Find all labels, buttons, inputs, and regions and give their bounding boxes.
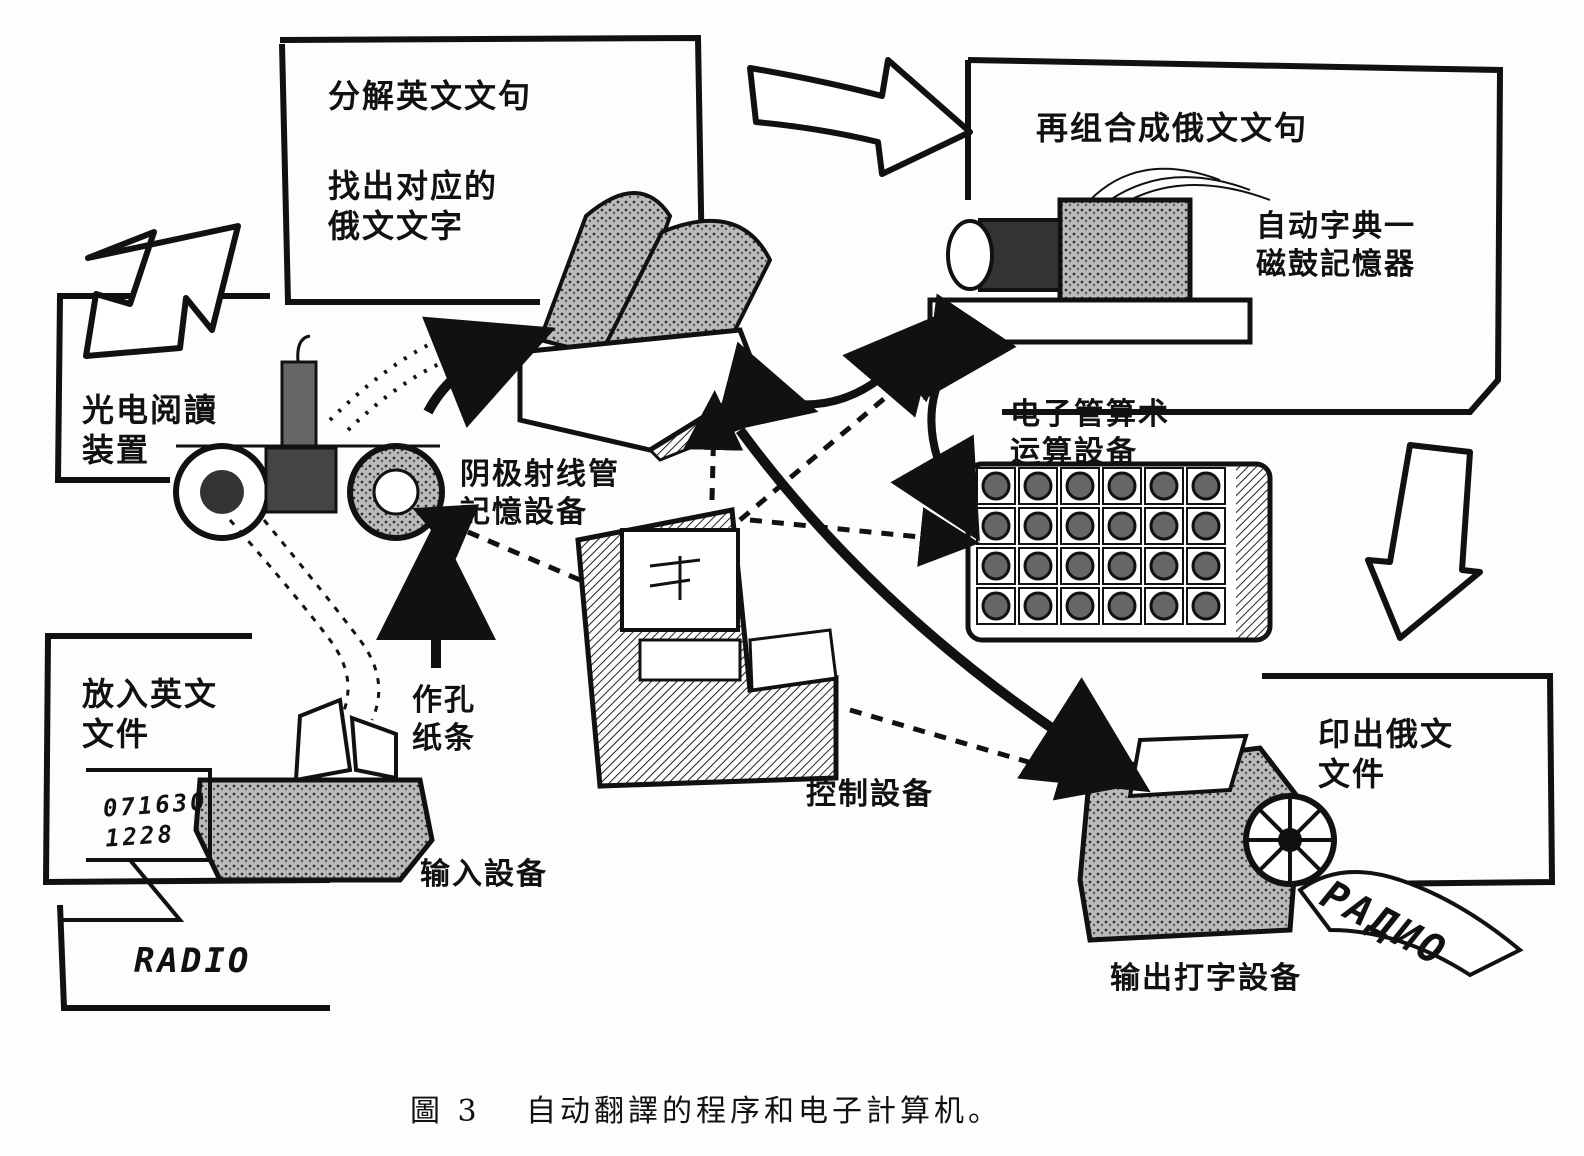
vacuum-tube <box>1149 511 1179 541</box>
vacuum-tube <box>1107 511 1137 541</box>
vacuum-tube <box>981 511 1011 541</box>
crt-tubes-illustration <box>517 191 773 462</box>
document-number: 071630 1228 <box>102 787 209 853</box>
vacuum-tube <box>981 471 1011 501</box>
label-dictionary: 自动字典一 磁鼓記憶器 <box>1256 209 1416 282</box>
dashed-control-grid <box>749 507 980 567</box>
vacuum-tube <box>1191 591 1221 621</box>
vacuum-tube <box>1023 551 1053 581</box>
print-frame <box>1262 673 1556 887</box>
label-control: 控制設备 <box>806 777 934 812</box>
label-input-device: 输入設备 <box>420 857 548 892</box>
vacuum-tube <box>1023 511 1053 541</box>
vacuum-tube <box>1023 471 1053 501</box>
arithmetic-grid-illustration <box>965 461 1273 643</box>
vacuum-tube <box>1107 551 1137 581</box>
arrow-reader-to-crt <box>421 316 556 429</box>
radio-callout <box>60 858 185 922</box>
vacuum-tube <box>1065 511 1095 541</box>
label-punch-tape: 作孔 纸条 <box>412 683 476 756</box>
figure-caption: 自动翻譯的程序和电子計算机。 <box>526 1094 1002 1129</box>
vacuum-tube <box>1191 511 1221 541</box>
vacuum-tube <box>1065 591 1095 621</box>
vacuum-tube <box>981 551 1011 581</box>
output-tape <box>1297 870 1524 978</box>
magnetic-drum-illustration <box>927 167 1271 345</box>
input-typewriter-illustration <box>193 697 435 883</box>
label-output-device: 输出打字設备 <box>1110 961 1302 996</box>
label-input-doc: 放入英文 文件 <box>82 675 219 753</box>
dashed-control-crt <box>683 390 744 501</box>
radio-english-text: RADIO <box>134 941 252 981</box>
dashed-control-drum <box>738 340 953 522</box>
vacuum-tube <box>1107 471 1137 501</box>
figure-number: 圖 3 <box>410 1094 481 1129</box>
vacuum-tube <box>1107 591 1137 621</box>
control-console-illustration <box>575 507 839 789</box>
vacuum-tube <box>1191 471 1221 501</box>
label-decompose: 分解英文文句 <box>328 77 533 115</box>
arrow-crt-drum <box>713 313 942 435</box>
vacuum-tube <box>1191 551 1221 581</box>
label-photo-reader: 光电阅讀 装置 <box>82 391 219 469</box>
label-find-words: 找出对应的 俄文文字 <box>328 167 499 245</box>
dashed-control-reader <box>412 504 581 583</box>
vacuum-tube <box>981 591 1011 621</box>
arrow-crt-to-output <box>735 427 1151 793</box>
label-recompose: 再组合成俄文文句 <box>1036 109 1309 147</box>
input-document <box>86 768 212 862</box>
vacuum-tube <box>1065 471 1095 501</box>
arrow-drum-grid <box>890 293 1017 542</box>
label-crt-memory: 阴极射线管 記憶設备 <box>460 457 620 530</box>
label-print-doc: 印出俄文 文件 <box>1318 715 1455 793</box>
vacuum-tube <box>1149 591 1179 621</box>
label-arithmetic: 电子管算术 运算設备 <box>1010 397 1170 470</box>
vacuum-tube <box>1149 471 1179 501</box>
arrow-to-recompose <box>747 57 973 177</box>
arrow-to-decompose <box>83 223 241 359</box>
output-typewriter-illustration <box>1077 733 1337 943</box>
dashed-control-output <box>849 707 1119 801</box>
vacuum-tube <box>1149 551 1179 581</box>
vacuum-tube <box>1065 551 1095 581</box>
arrow-to-print <box>1365 442 1483 641</box>
vacuum-tube <box>1023 591 1053 621</box>
input-frame <box>42 633 331 1011</box>
